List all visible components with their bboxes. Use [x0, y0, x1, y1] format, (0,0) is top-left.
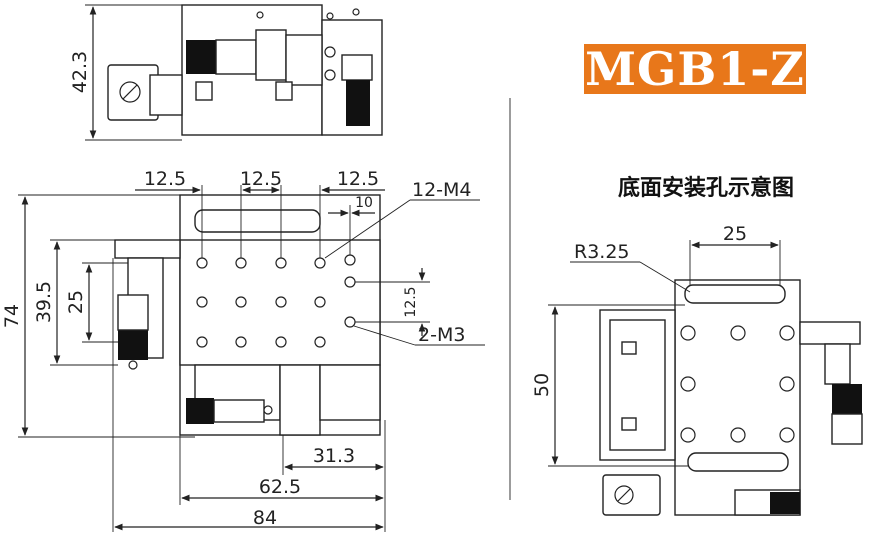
label-thread-m3: 2-M3: [418, 324, 465, 346]
bottom-drive-knob: [770, 492, 800, 514]
side-bracket: [114, 239, 181, 259]
dim-width-31-3: 31.3: [313, 445, 355, 467]
bottom-base-outline: [674, 279, 801, 516]
dim-width-62-5: 62.5: [259, 476, 301, 498]
label-thread-m4: 12-M4: [412, 179, 472, 201]
bottom-lower-slot: [687, 452, 789, 472]
lower-right-block: [319, 364, 381, 421]
label-slot-radius: R3.25: [574, 241, 630, 263]
bottom-mounting-view: 25 R3.25 50: [531, 223, 863, 516]
side-micrometer-knob: [118, 330, 148, 360]
bottom-mounting-caption: 底面安装孔示意图: [618, 176, 795, 201]
top-clip-left: [195, 81, 213, 101]
dim-top-height: 42.3: [69, 51, 91, 93]
top-vertical-knob: [346, 80, 370, 126]
main-plan-view: 12.5 12.5 12.5 10 12-M4 12.5 2-M3 74 39.…: [1, 168, 485, 532]
dim-height-39-5: 39.5: [33, 281, 55, 323]
bottom-bolt-holes: [680, 325, 795, 443]
lower-micrometer-knob: [186, 398, 214, 424]
side-micrometer-barrel: [117, 294, 149, 331]
lower-micrometer-barrel: [213, 399, 265, 423]
dim-height-25: 25: [65, 290, 87, 314]
dim-pitch-b: 12.5: [240, 168, 282, 190]
bottom-side-inner: [609, 319, 666, 451]
dim-vertical-pitch: 12.5: [403, 286, 419, 317]
dim-pitch-a: 12.5: [144, 168, 186, 190]
top-left-tab: [149, 74, 183, 116]
dim-height-50: 50: [531, 373, 553, 397]
bottom-clip-top: [621, 341, 637, 355]
dim-offset-10: 10: [355, 195, 373, 211]
dim-pitch-c: 12.5: [337, 168, 379, 190]
bottom-upper-slot: [684, 284, 786, 304]
top-micrometer-barrel: [215, 39, 257, 75]
dim-height-74: 74: [1, 304, 23, 328]
lower-guide: [279, 364, 321, 436]
dim-slot-width: 25: [723, 223, 747, 245]
upper-slot: [194, 209, 321, 233]
model-title-badge: MGB1-Z: [584, 44, 806, 94]
top-guide-2: [285, 34, 323, 86]
top-side-view: 42.3: [69, 4, 383, 141]
top-micrometer-knob: [186, 40, 216, 74]
top-clip-right: [275, 81, 293, 101]
top-guide: [255, 29, 287, 81]
bottom-bracket: [799, 321, 861, 345]
bottom-micrometer-body: [824, 343, 851, 385]
bottom-clip-bottom: [621, 417, 637, 431]
model-title: MGB1-Z: [585, 42, 805, 96]
dim-width-84: 84: [253, 507, 277, 529]
top-micrometer-head: [341, 54, 373, 81]
m4-hole-grid: [196, 257, 326, 348]
bottom-micrometer-barrel: [831, 413, 863, 445]
bottom-micrometer-knob: [832, 384, 862, 414]
